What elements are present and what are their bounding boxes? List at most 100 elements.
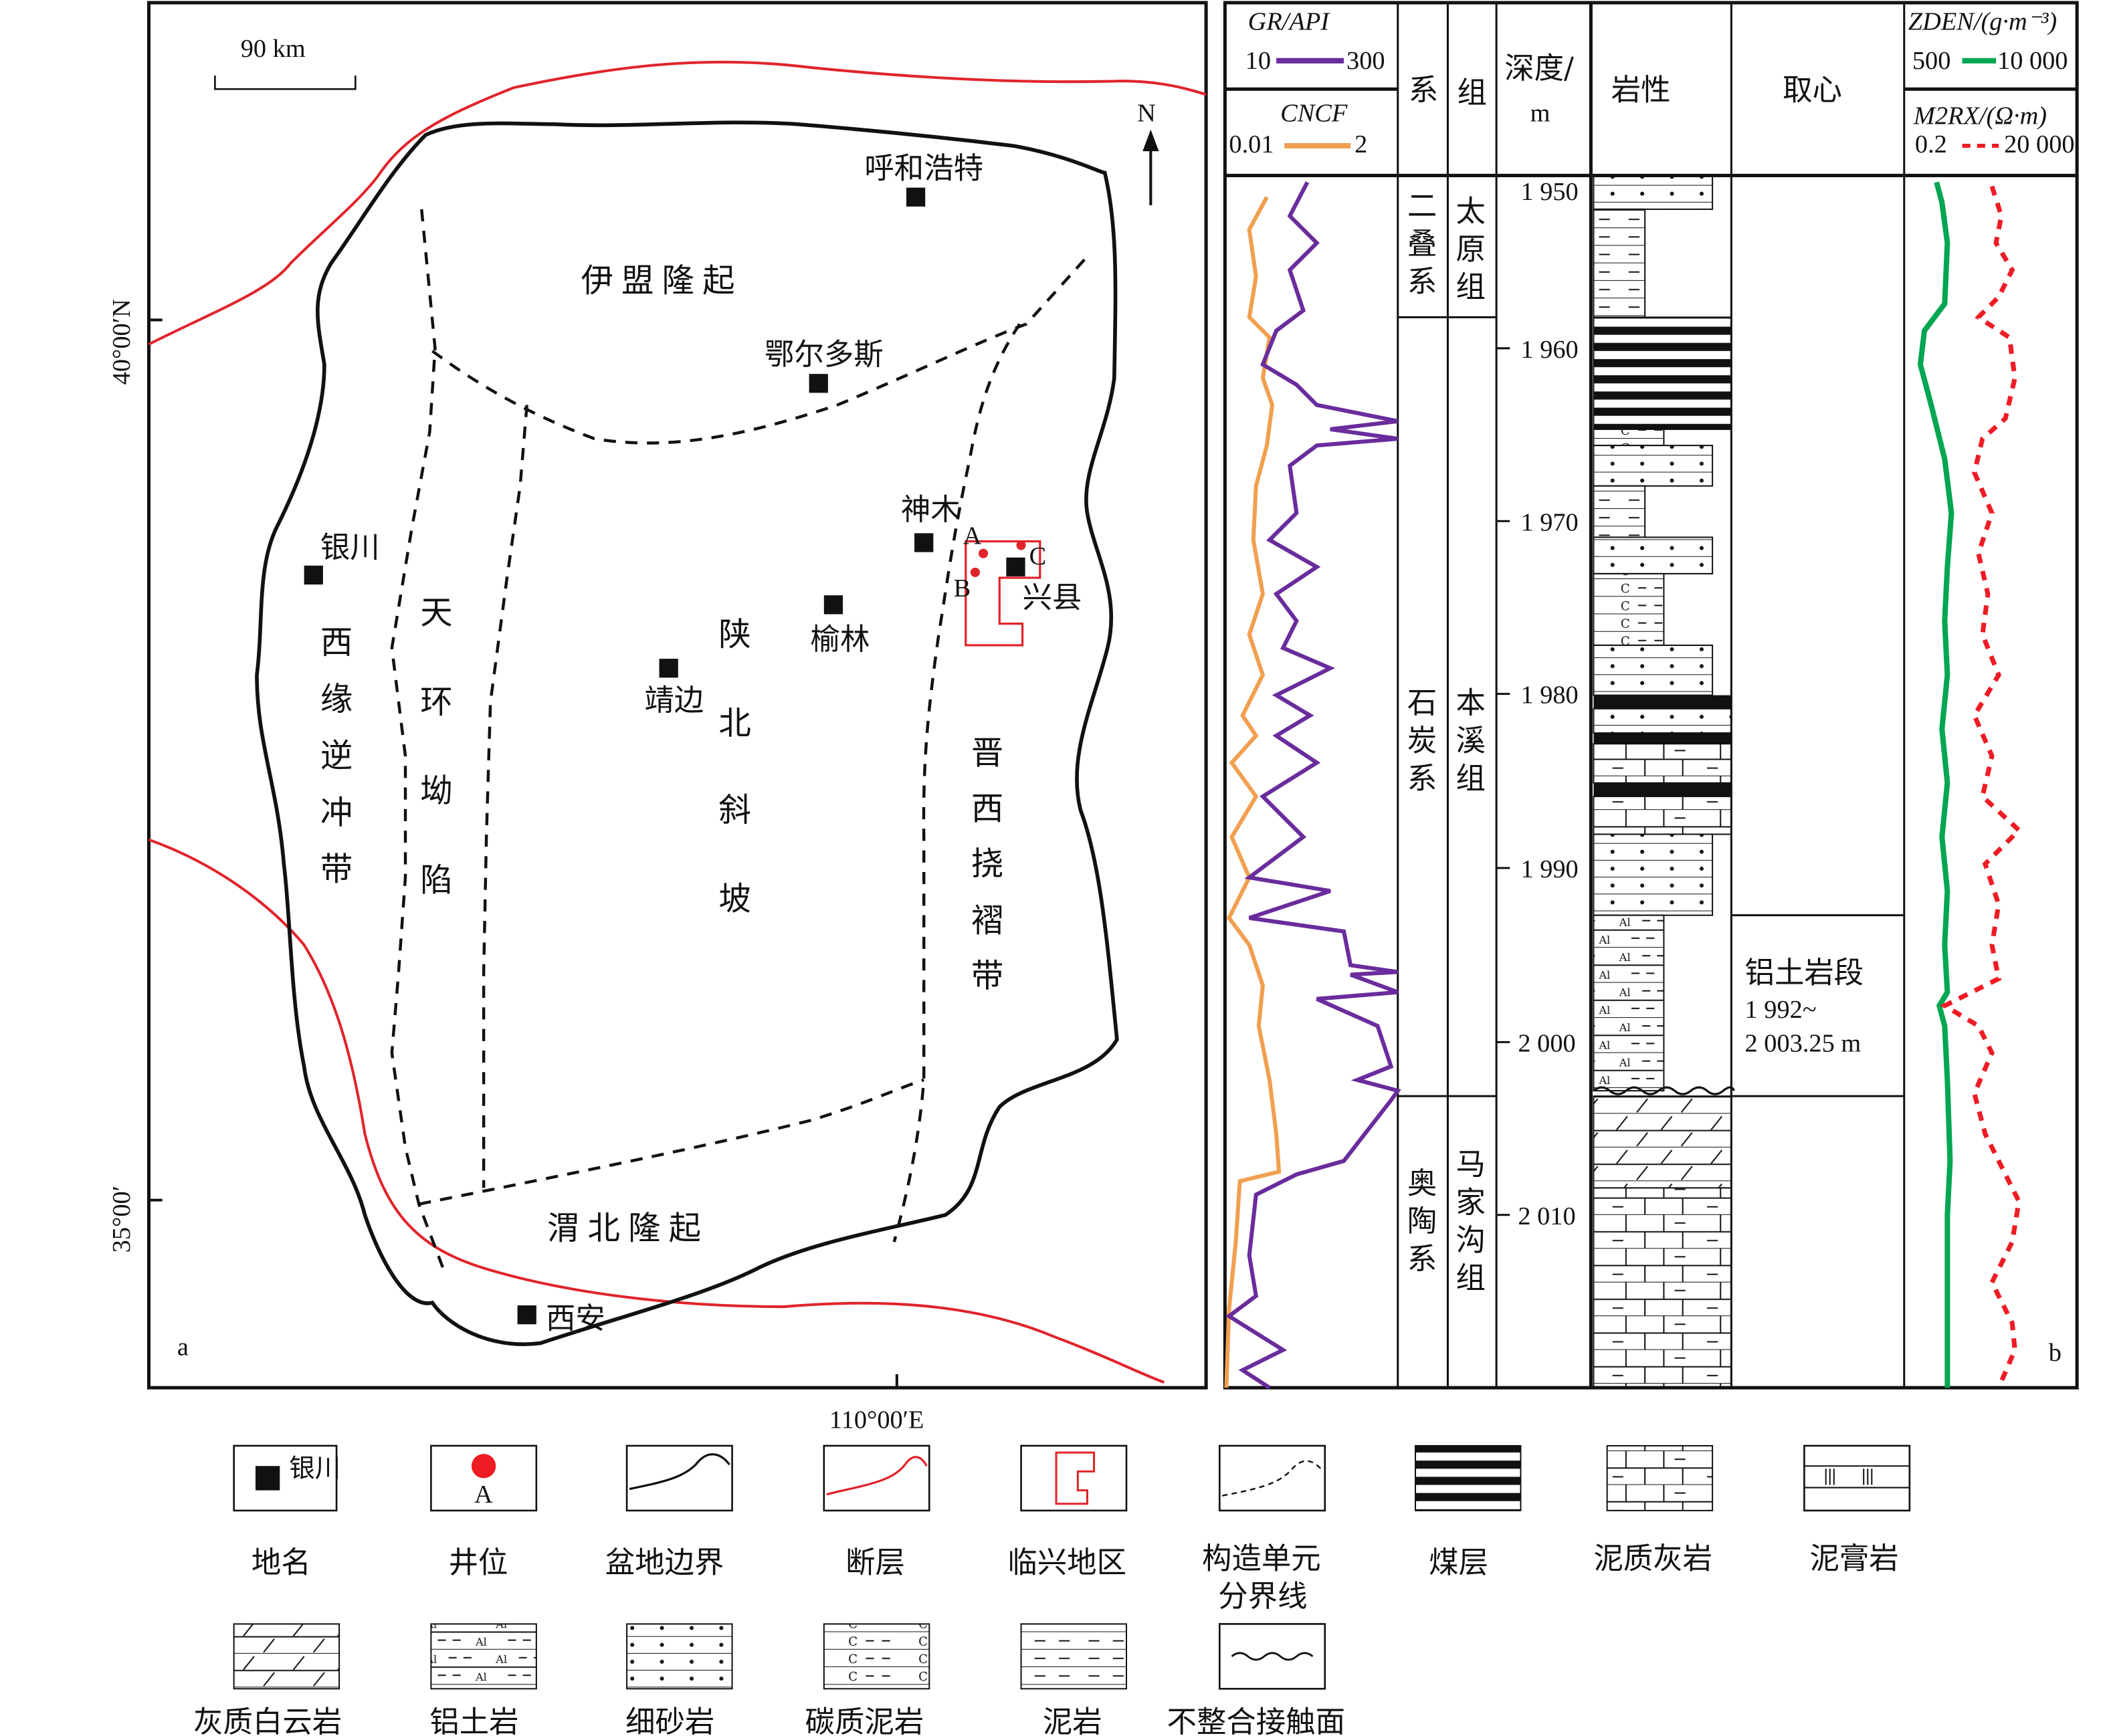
svg-text:晋: 晋 <box>971 735 1012 772</box>
depth-scale <box>1496 347 1510 1216</box>
m2rx-header: M2RX/(Ω·m) <box>1913 102 2047 130</box>
svg-text:500: 500 <box>1912 47 1951 75</box>
svg-text:2: 2 <box>1354 130 1367 158</box>
svg-text:陷: 陷 <box>420 861 461 899</box>
latitude-35-label: 35°00′ <box>108 1186 136 1253</box>
svg-text:系: 系 <box>1407 762 1437 796</box>
basin-boundary <box>255 120 1119 1346</box>
legend-item-gypsum-mudstone: 泥膏岩 <box>1803 1444 1911 1576</box>
svg-text:m: m <box>1530 100 1550 128</box>
city-hohhot: 呼和浩特 <box>864 151 983 185</box>
fault-north <box>148 60 1207 346</box>
svg-text:碳质泥岩: 碳质泥岩 <box>805 1705 924 1736</box>
svg-text:1 970: 1 970 <box>1520 508 1578 536</box>
city-xian: 西安 <box>546 1301 605 1335</box>
legend-item-bauxite: 铝土岩 <box>429 1623 537 1736</box>
svg-text:20 000: 20 000 <box>2004 130 2074 158</box>
scale-label: 90 km <box>241 35 306 63</box>
cities: 呼和浩特 鄂尔多斯 神木 银川 榆林 靖边 兴县 西安 <box>304 151 1082 1335</box>
svg-text:逆: 逆 <box>320 738 361 775</box>
well-b-label: B <box>954 574 971 603</box>
svg-text:铝土岩段: 铝土岩段 <box>1745 956 1864 990</box>
svg-text:石: 石 <box>1407 686 1437 720</box>
city-ordos: 鄂尔多斯 <box>765 338 884 372</box>
svg-text:铝土岩: 铝土岩 <box>429 1705 518 1736</box>
legend-item-mudstone: 泥岩 <box>1020 1623 1128 1736</box>
svg-text:0.01: 0.01 <box>1229 130 1274 158</box>
svg-text:煤层: 煤层 <box>1429 1546 1488 1580</box>
city-xingxian: 兴县 <box>1023 580 1082 615</box>
svg-text:天: 天 <box>420 594 461 632</box>
svg-text:沟: 沟 <box>1456 1223 1486 1257</box>
svg-text:0.2: 0.2 <box>1915 130 1947 158</box>
svg-text:溪: 溪 <box>1456 724 1486 758</box>
unit-yimeng-uplift: 伊盟隆起 <box>581 262 742 300</box>
city-yinchuan: 银川 <box>320 531 380 565</box>
svg-text:系: 系 <box>1407 1242 1437 1277</box>
formation-header: 组 <box>1458 76 1487 110</box>
depth-header: 深度/ <box>1504 51 1574 86</box>
svg-text:环: 环 <box>420 683 461 721</box>
map-frame <box>146 1 1208 1390</box>
svg-text:西: 西 <box>971 790 1012 827</box>
svg-text:炭: 炭 <box>1407 724 1437 758</box>
svg-text:叠: 叠 <box>1407 227 1437 261</box>
legend-item-marly-limestone: 泥质灰岩 <box>1593 1444 1714 1576</box>
svg-text:1 950: 1 950 <box>1520 178 1578 206</box>
unconformity <box>1593 1086 1735 1095</box>
linxing-area: A B C <box>954 522 1047 647</box>
svg-text:1 992~: 1 992~ <box>1745 996 1817 1024</box>
legend-item-unit-boundary: 构造单元分界线 <box>1202 1444 1326 1614</box>
svg-text:断层: 断层 <box>845 1546 905 1580</box>
unit-weibei-uplift: 渭北隆起 <box>547 1210 709 1247</box>
cncf-curve <box>1224 196 1282 1388</box>
legend-item-place-name: 银川 地名 <box>233 1444 340 1580</box>
panel-label-a: a <box>177 1333 189 1362</box>
svg-text:泥膏岩: 泥膏岩 <box>1809 1542 1898 1576</box>
legend-item-coal: 煤层 <box>1414 1444 1522 1580</box>
svg-text:坳: 坳 <box>420 772 461 810</box>
svg-text:不整合接触面: 不整合接触面 <box>1167 1705 1345 1736</box>
svg-text:带: 带 <box>971 958 1012 995</box>
svg-text:北: 北 <box>718 705 759 742</box>
svg-text:井位: 井位 <box>449 1546 508 1580</box>
svg-text:300: 300 <box>1346 47 1385 75</box>
svg-text:缘: 缘 <box>320 681 361 718</box>
svg-text:2 010: 2 010 <box>1518 1202 1575 1230</box>
zden-header: ZDEN/(g·m⁻³) <box>1908 7 2057 35</box>
cncf-header: CNCF <box>1280 100 1348 128</box>
legend-item-fine-sandstone: 细砂岩 <box>625 1623 733 1736</box>
svg-text:系: 系 <box>1407 265 1437 299</box>
svg-text:斜: 斜 <box>718 791 759 829</box>
svg-text:2 000: 2 000 <box>1518 1030 1575 1058</box>
legend-item-fault: 断层 <box>823 1444 930 1580</box>
lithology-header: 岩性 <box>1611 73 1671 107</box>
lat-lon-ticks: 40°00′N 35°00′ 110°00′E <box>108 299 924 1434</box>
city-jingbian: 靖边 <box>644 683 704 718</box>
well-c-label: C <box>1029 542 1047 570</box>
coring-header: 取心 <box>1783 73 1842 107</box>
m2rx-curve <box>1939 185 2023 1389</box>
svg-text:细砂岩: 细砂岩 <box>625 1705 714 1736</box>
gr-header: GR/API <box>1248 7 1331 35</box>
svg-text:地名: 地名 <box>252 1546 311 1580</box>
svg-text:原: 原 <box>1456 233 1486 267</box>
svg-text:组: 组 <box>1456 270 1486 304</box>
core-interval: 铝土岩段 1 992~ 2 003.25 m <box>1745 956 1864 1058</box>
svg-text:N: N <box>1137 100 1156 128</box>
svg-text:马: 马 <box>1456 1148 1486 1182</box>
legend: 银川 地名 A 井位 盆地边界 断层 临兴地区 构造单元分界线 煤层 泥质灰岩 … <box>193 1444 1911 1736</box>
fault-south <box>148 838 1165 1384</box>
svg-text:带: 带 <box>320 851 361 888</box>
panel-label-b: b <box>2049 1339 2062 1367</box>
gr-curve <box>1225 181 1401 1390</box>
svg-text:组: 组 <box>1456 1261 1486 1295</box>
